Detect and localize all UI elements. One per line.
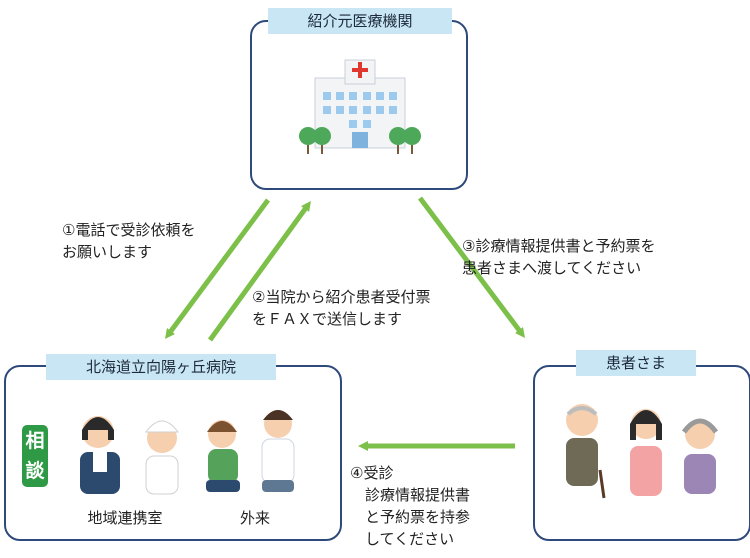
patient-label: 患者さま bbox=[576, 350, 696, 376]
hospital-label: 北海道立向陽ヶ丘病院 bbox=[46, 354, 276, 380]
woman-icon bbox=[630, 409, 662, 496]
arrow-referring-to-hospital bbox=[165, 198, 271, 340]
coordinator-icon bbox=[80, 416, 120, 494]
consult-badge-text: 相談 bbox=[25, 430, 45, 482]
elderly-man-icon bbox=[566, 404, 606, 499]
outpatient-patient-icon bbox=[206, 420, 240, 492]
arrow-hospital-to-referring bbox=[207, 200, 311, 342]
nurse-icon bbox=[145, 420, 179, 495]
step4-note: ④受診 診療情報提供書 と予約票を持参 してください bbox=[350, 464, 471, 548]
step2-note: ②当院から紹介患者受付票 をＦＡＸで送信します bbox=[252, 288, 431, 328]
elderly-woman-icon bbox=[681, 418, 719, 494]
step1-note: ①電話で受診依頼を お願いします bbox=[62, 221, 196, 261]
referring-institution-label: 紹介元医療機関 bbox=[268, 8, 452, 34]
regional-cooperation-caption: 地域連携室 bbox=[87, 509, 163, 527]
hospital-building-icon bbox=[299, 59, 421, 154]
consult-badge-icon bbox=[22, 425, 48, 487]
doctor-icon bbox=[261, 410, 295, 492]
outpatient-caption: 外来 bbox=[239, 509, 270, 527]
step3-note: ③診療情報提供書と予約票を 患者さまへ渡してください bbox=[462, 237, 656, 277]
arrow-referring-to-patient bbox=[418, 196, 525, 338]
